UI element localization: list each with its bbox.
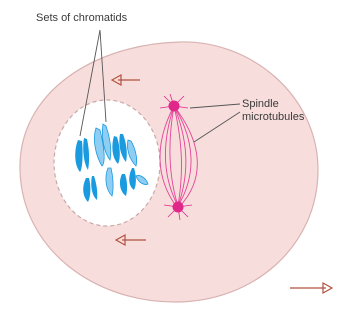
spindle-label-line1: Spindle <box>242 98 304 111</box>
spindle-label: Spindle microtubules <box>242 98 304 124</box>
nucleus-region <box>54 100 160 226</box>
arrow-right-icon <box>290 283 332 293</box>
spindle-label-line2: microtubules <box>242 111 304 124</box>
chromatids-label: Sets of chromatids <box>36 12 127 25</box>
